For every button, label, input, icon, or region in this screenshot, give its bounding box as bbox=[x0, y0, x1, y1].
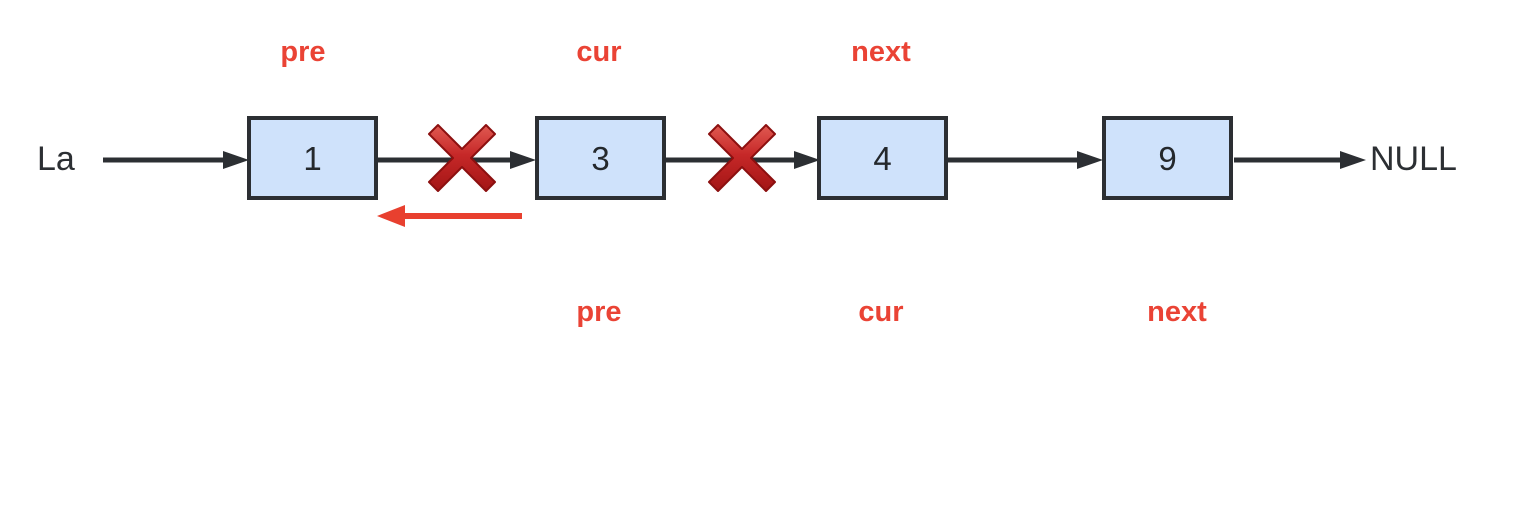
pointer-label-pre: pre bbox=[576, 296, 622, 328]
broken-link-x-icon bbox=[425, 121, 499, 195]
node-value: 4 bbox=[873, 139, 892, 177]
diagram-row-step-2: pre cur next La 1 bbox=[0, 266, 1524, 532]
head-label: La bbox=[37, 140, 75, 178]
null-terminator-label: NULL bbox=[1370, 140, 1457, 178]
pointer-label-cur: cur bbox=[576, 36, 622, 68]
broken-link-x-icon bbox=[705, 121, 779, 195]
list-node: 1 bbox=[247, 116, 378, 200]
arrow-node-4-to-node-9 bbox=[948, 150, 1103, 170]
node-value: 9 bbox=[1158, 139, 1177, 177]
node-value: 3 bbox=[591, 139, 610, 177]
pointer-label-next: next bbox=[1147, 296, 1207, 328]
list-node: 3 bbox=[535, 116, 666, 200]
pointer-label-next: next bbox=[851, 36, 911, 68]
arrow-head-to-node-1 bbox=[103, 150, 249, 170]
diagram-row-step-1: pre cur next La 1 bbox=[37, 36, 1457, 227]
arrow-node-1-to-node-3 bbox=[378, 150, 536, 170]
pointer-label-cur: cur bbox=[858, 296, 904, 328]
node-value: 1 bbox=[303, 139, 322, 177]
list-node: 4 bbox=[817, 116, 948, 200]
red-back-arrow bbox=[377, 205, 522, 227]
list-node: 9 bbox=[1102, 116, 1233, 200]
pointer-label-pre: pre bbox=[280, 36, 326, 68]
arrow-node-9-to-null bbox=[1234, 150, 1366, 170]
